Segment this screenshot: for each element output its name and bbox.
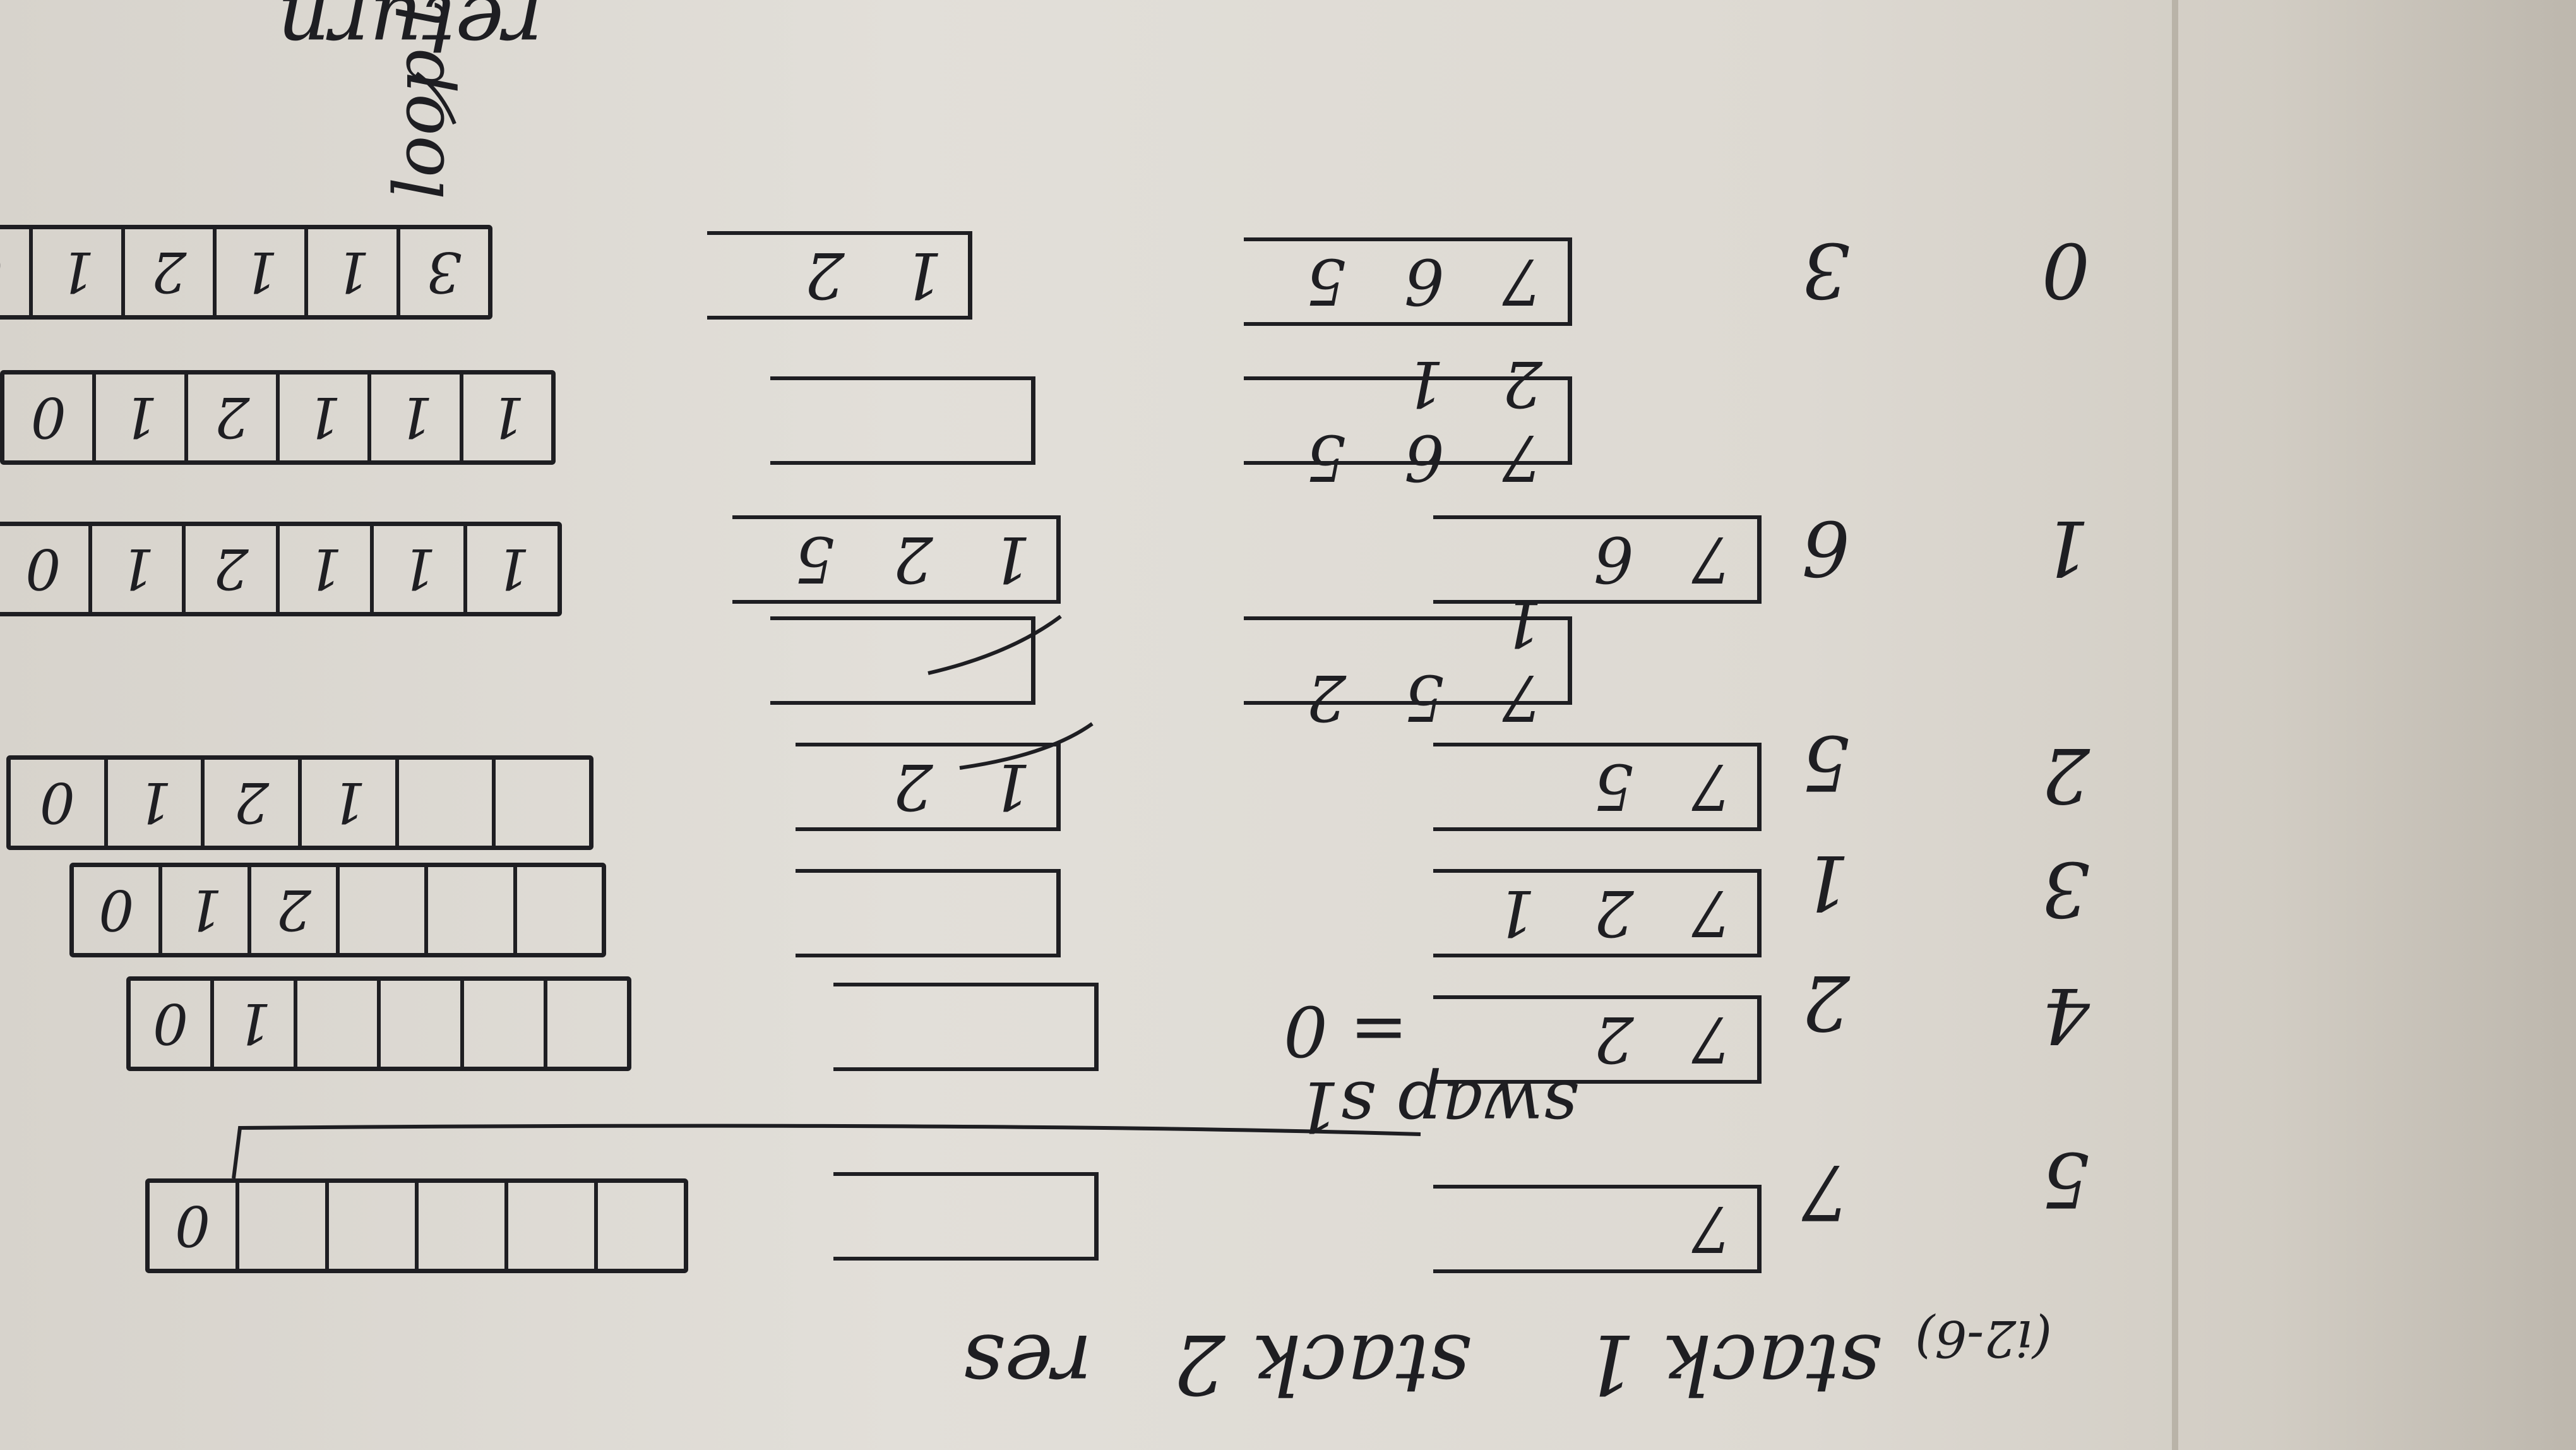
notebook-page: stack 1 stack 2 res (i2-6) loop terminat… (0, 0, 2178, 1450)
hand-drawn-arrows (232, 71, 1421, 1179)
